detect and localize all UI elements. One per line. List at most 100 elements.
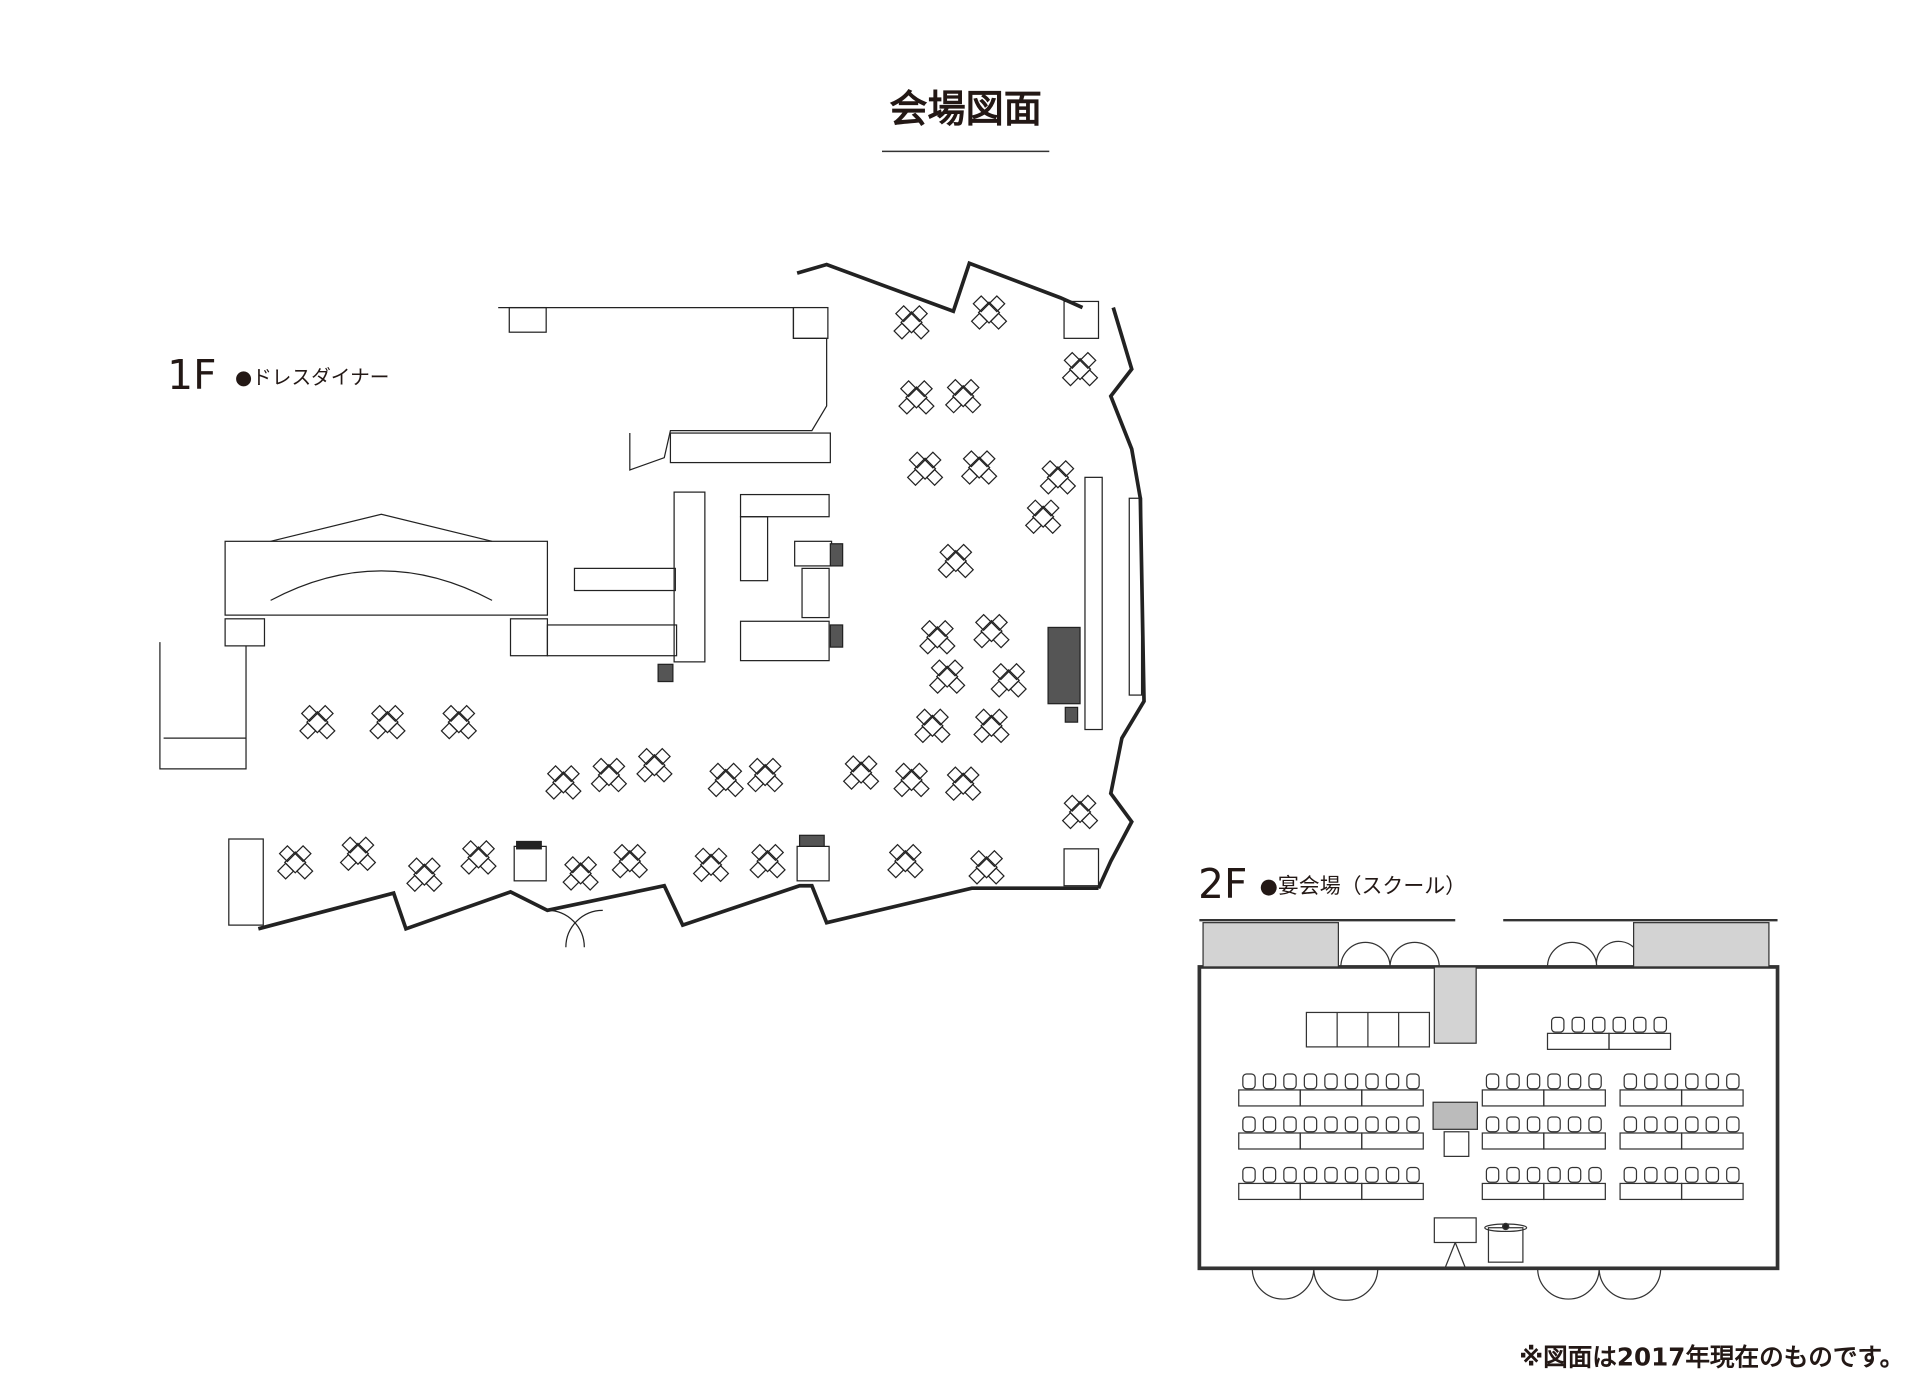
floor1-venue-name: ●ドレスダイナー xyxy=(235,366,389,389)
chair xyxy=(1632,1016,1647,1033)
chair xyxy=(925,468,944,487)
chair xyxy=(974,613,993,632)
dining-table-set xyxy=(973,708,1010,744)
chair xyxy=(946,378,965,397)
chair xyxy=(1079,794,1097,812)
bar-counter xyxy=(673,491,706,663)
speaker xyxy=(516,840,542,850)
table xyxy=(951,772,975,795)
chair xyxy=(711,864,730,883)
chair xyxy=(751,843,769,862)
chair xyxy=(1406,1166,1420,1183)
chair xyxy=(341,836,359,854)
table xyxy=(1046,466,1070,489)
chair xyxy=(1058,477,1077,495)
chair xyxy=(964,396,982,414)
chair xyxy=(1057,459,1075,478)
chair xyxy=(609,775,628,793)
chair xyxy=(937,560,955,579)
table xyxy=(1361,1182,1424,1201)
chair xyxy=(1344,1073,1359,1090)
table xyxy=(997,669,1021,692)
chair xyxy=(590,775,609,793)
chair xyxy=(766,843,785,862)
kitchen-block xyxy=(224,540,549,616)
chair xyxy=(893,779,911,798)
chair xyxy=(300,704,319,723)
chair xyxy=(946,659,964,677)
dining-table-set xyxy=(545,765,582,800)
table xyxy=(552,771,575,794)
table xyxy=(1031,505,1055,529)
sofa xyxy=(739,493,830,518)
table xyxy=(849,761,873,784)
chair xyxy=(1644,1073,1658,1090)
chair xyxy=(1547,1073,1561,1090)
table-row xyxy=(1481,1116,1606,1150)
floor2-venue-name: ●宴会場（スクール） xyxy=(1260,874,1466,898)
chair xyxy=(1242,1073,1256,1090)
table xyxy=(1543,1132,1606,1150)
chair xyxy=(956,560,975,579)
column xyxy=(513,845,547,882)
chair xyxy=(899,379,918,398)
chair xyxy=(962,450,981,468)
chair xyxy=(1007,662,1026,681)
dining-table-set xyxy=(990,662,1027,698)
stage-block xyxy=(1047,626,1081,705)
chair xyxy=(562,873,580,891)
chair xyxy=(316,704,334,723)
dining-table-set xyxy=(898,379,935,415)
pillar xyxy=(1433,966,1477,1044)
chair xyxy=(1406,1116,1420,1133)
chair xyxy=(912,322,930,340)
table xyxy=(1299,1182,1363,1201)
table-row xyxy=(1238,1116,1424,1150)
table-row xyxy=(1481,1166,1606,1201)
chair xyxy=(989,312,1008,330)
chair xyxy=(1685,1166,1699,1183)
chair xyxy=(1242,1166,1256,1183)
counter xyxy=(669,432,831,464)
chair xyxy=(915,708,934,726)
table xyxy=(1543,1182,1606,1201)
chair xyxy=(1044,516,1062,535)
floor1-plan xyxy=(159,260,1146,948)
table-row xyxy=(1619,1116,1744,1150)
table xyxy=(1238,1089,1301,1107)
chair xyxy=(980,467,998,485)
chair xyxy=(917,397,935,415)
chair xyxy=(1664,1116,1679,1133)
chair xyxy=(992,631,1010,649)
chair xyxy=(746,775,765,793)
chair xyxy=(1664,1073,1679,1090)
chair xyxy=(1506,1116,1520,1133)
chair xyxy=(710,847,728,865)
chair xyxy=(939,543,957,561)
chair xyxy=(611,861,629,879)
chair xyxy=(357,836,375,854)
dining-table-set xyxy=(1024,499,1062,535)
chair xyxy=(1550,1016,1565,1033)
table xyxy=(1361,1132,1424,1150)
chair xyxy=(1567,1166,1582,1183)
wall-block xyxy=(1202,922,1339,968)
chair xyxy=(457,704,476,723)
chair xyxy=(992,725,1010,744)
chair xyxy=(581,873,599,891)
table xyxy=(1608,1032,1672,1050)
chair xyxy=(924,451,942,469)
column xyxy=(1063,300,1100,339)
table xyxy=(975,855,998,879)
chair xyxy=(749,861,767,879)
chair xyxy=(766,775,784,793)
table xyxy=(1238,1132,1301,1150)
dining-table-set xyxy=(1061,351,1099,387)
chair xyxy=(1303,1116,1318,1133)
chair xyxy=(388,722,406,740)
projector-stand xyxy=(1443,1131,1470,1157)
dining-table-set xyxy=(944,378,982,414)
chair xyxy=(970,312,989,330)
chair xyxy=(1385,1073,1400,1090)
sofa xyxy=(801,567,830,619)
